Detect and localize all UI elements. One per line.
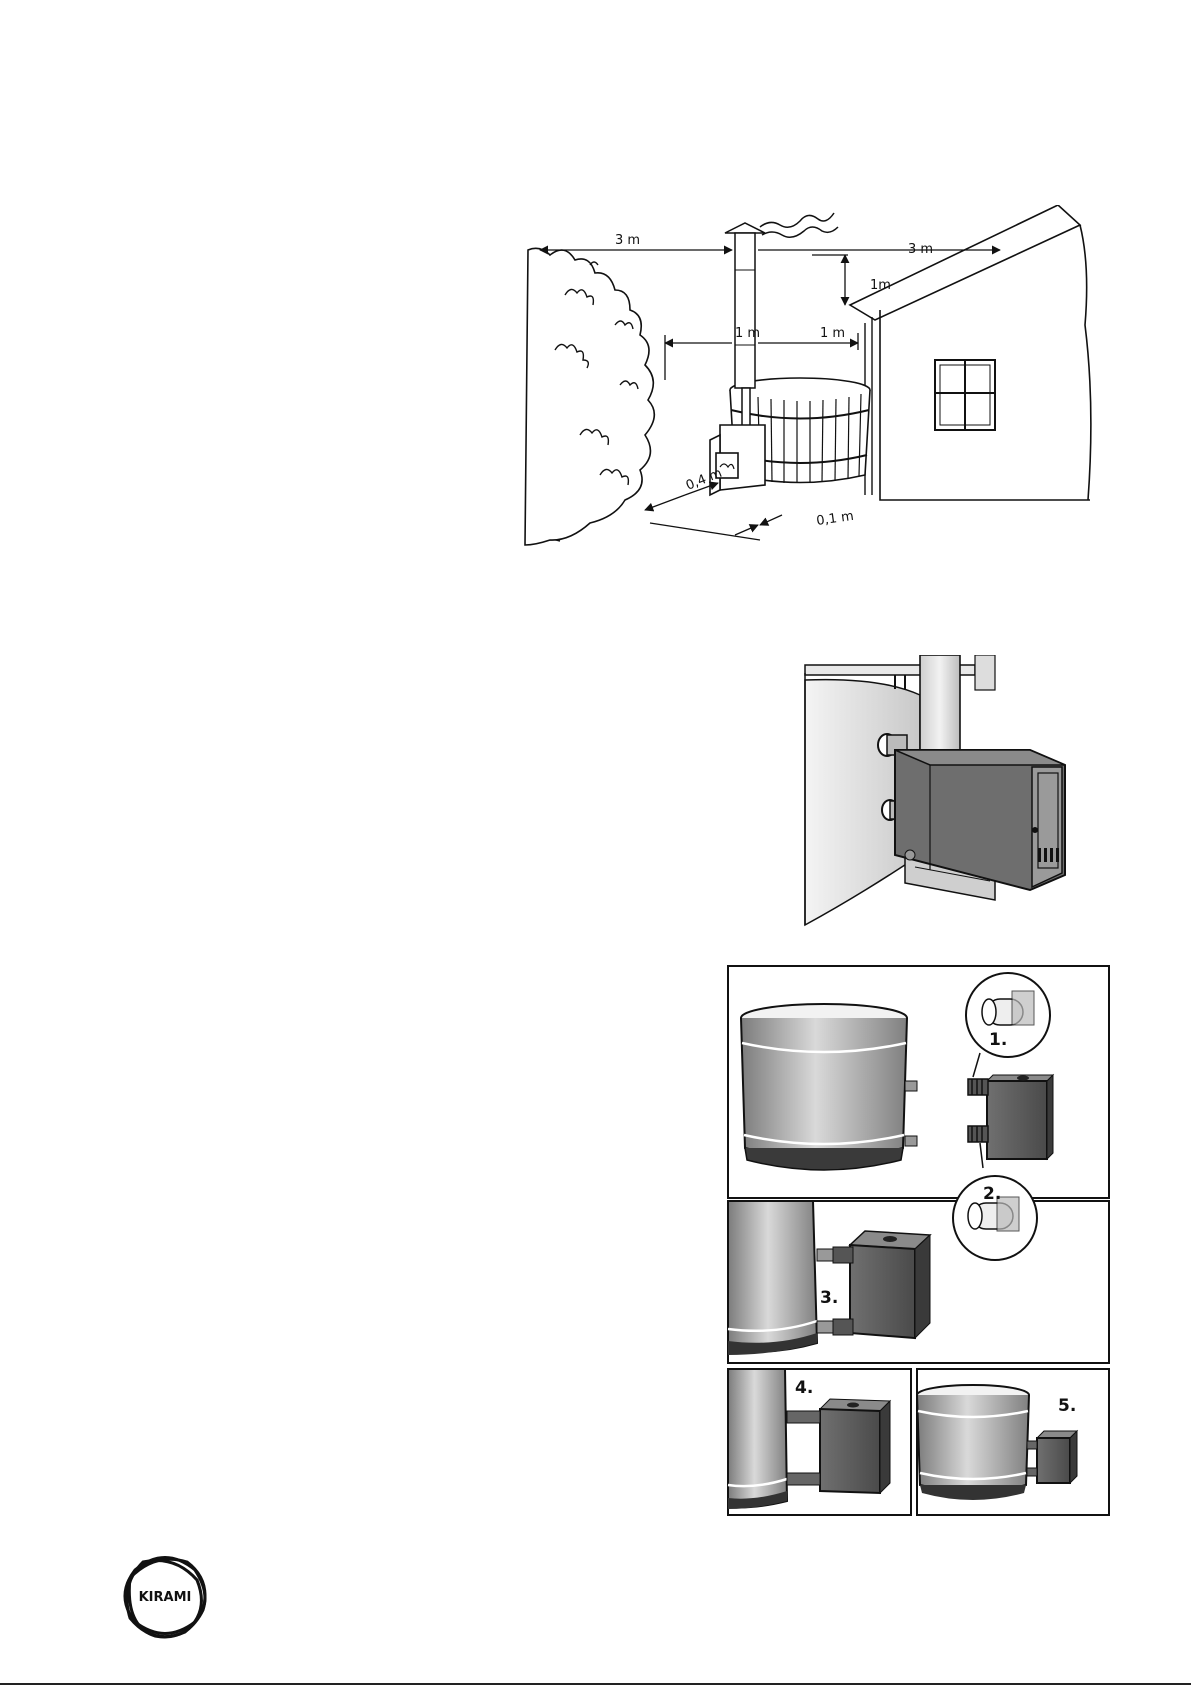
dim-label-3m-right: 3 m bbox=[908, 242, 933, 257]
clearance-diagram: 3 m 3 m 1m 1 m 1 m 0,4 m 0,1 m bbox=[520, 205, 1098, 550]
heater-chimney-illustration bbox=[710, 223, 765, 495]
dim-label-0-1m: 0,1 m bbox=[815, 509, 854, 529]
step-label-2: 2. bbox=[983, 1184, 1001, 1204]
dim-label-1m-right: 1 m bbox=[820, 326, 845, 341]
dim-label-3m-left: 3 m bbox=[615, 233, 640, 248]
bush-outline bbox=[525, 248, 654, 545]
kirami-logo: KIRAMI bbox=[115, 1550, 215, 1642]
heater-mount-illustration bbox=[800, 655, 1080, 930]
logo-text: KIRAMI bbox=[139, 1590, 192, 1605]
house-roof bbox=[850, 205, 1080, 320]
step-label-1: 1. bbox=[989, 1030, 1007, 1050]
dim-label-1m-height: 1m bbox=[870, 278, 891, 293]
step-label-4: 4. bbox=[795, 1378, 813, 1398]
connection-steps-illustration: 1. 3. 2. 4. bbox=[725, 963, 1112, 1518]
step-label-5: 5. bbox=[1058, 1396, 1076, 1416]
dim-label-1m-left: 1 m bbox=[735, 326, 760, 341]
step-label-3: 3. bbox=[820, 1288, 838, 1308]
